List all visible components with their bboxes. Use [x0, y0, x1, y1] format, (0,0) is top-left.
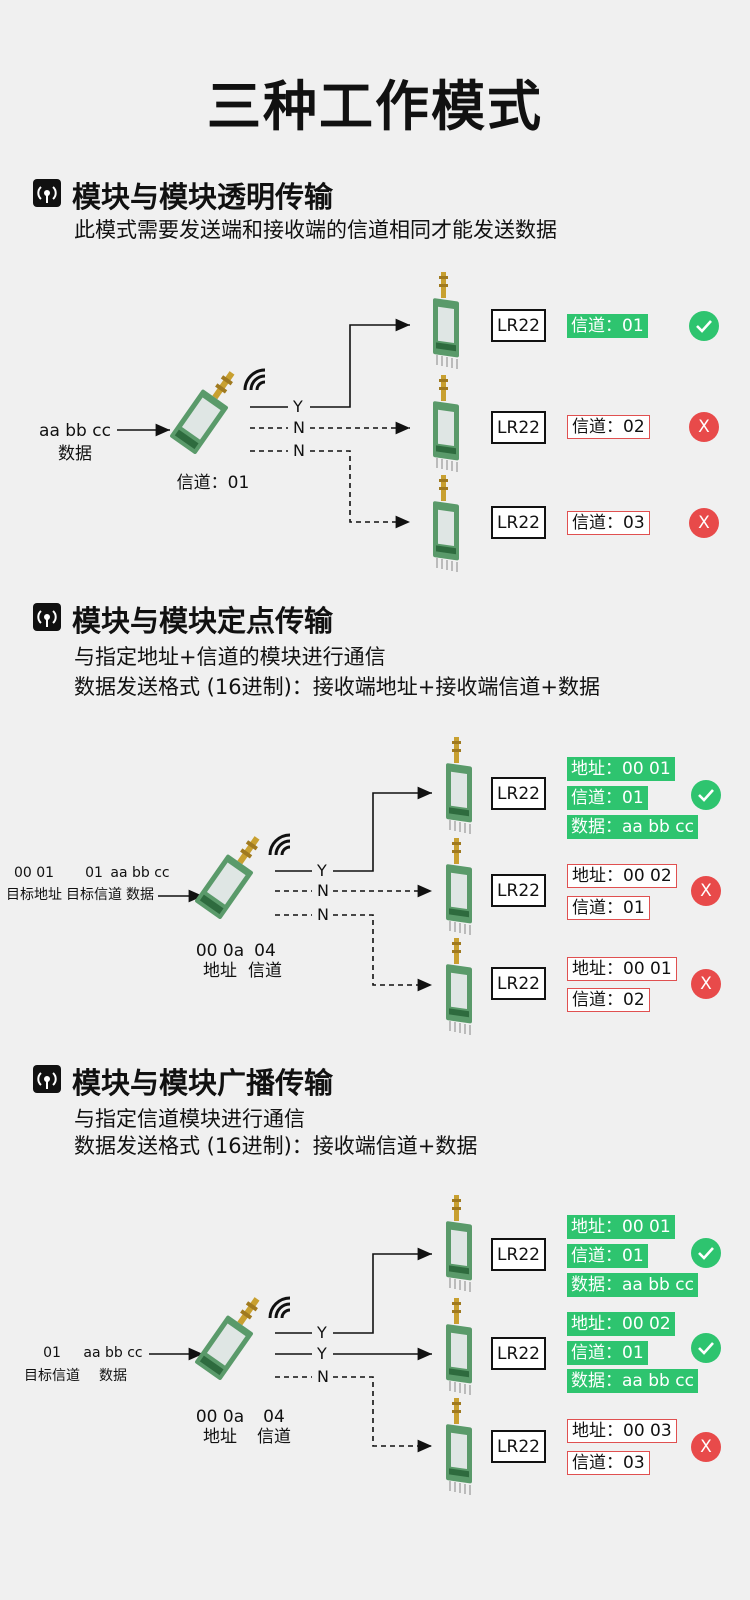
antenna-icon	[33, 179, 61, 207]
input-data: aa bb cc	[83, 1345, 143, 1361]
receiver-tag: 地址：00 01	[567, 1215, 675, 1239]
receiver-tag: 地址：00 01	[567, 757, 675, 781]
sender-channel: 04	[254, 941, 276, 961]
line-label: N	[317, 1367, 329, 1386]
sender-channel-label: 信道	[248, 961, 282, 981]
receiver-tag: 地址：00 02	[567, 864, 677, 888]
receiver-model: LR22	[491, 777, 546, 810]
section-title-fixed-point: 模块与模块定点传输	[72, 604, 334, 638]
line-label: Y	[317, 861, 327, 880]
receiver-tag: 数据：aa bb cc	[567, 1369, 698, 1393]
receiver-tag: 信道：01	[567, 1244, 648, 1268]
receiver-model: LR22	[491, 309, 546, 342]
receiver-tag: 信道：02	[567, 988, 650, 1012]
input-channel-label: 目标信道	[24, 1368, 80, 1384]
receiver-tag: 数据：aa bb cc	[567, 1273, 698, 1297]
line-label: Y	[317, 1323, 327, 1342]
receiver-tag: 数据：aa bb cc	[567, 815, 698, 839]
receiver-tag: 地址：00 01	[567, 957, 677, 981]
receiver-tag: 信道：03	[567, 511, 650, 535]
x-icon: X	[689, 412, 719, 442]
sender-channel: 04	[263, 1407, 285, 1427]
receiver-tag: 信道：01	[567, 786, 648, 810]
sender-address-label: 地址	[203, 961, 237, 981]
x-icon: X	[691, 876, 721, 906]
receiver-model: LR22	[491, 1337, 546, 1370]
input-data: aa bb cc	[39, 421, 111, 441]
sender-channel-label: 信道	[257, 1427, 291, 1447]
input-address: 00 01	[13, 865, 55, 881]
antenna-icon	[33, 1065, 61, 1093]
receiver-model: LR22	[491, 874, 546, 907]
antenna-icon	[33, 603, 61, 631]
page-title: 三种工作模式	[207, 75, 543, 138]
check-icon	[691, 1333, 721, 1363]
input-data: aa bb cc	[110, 865, 170, 881]
receiver-tag: 地址：00 02	[567, 1312, 675, 1336]
section-title-transparent: 模块与模块透明传输	[72, 180, 334, 214]
receiver-model: LR22	[491, 411, 546, 444]
section-desc: 数据发送格式 (16进制)：接收端地址+接收端信道+数据	[74, 675, 600, 699]
input-data-label: 数据	[58, 444, 92, 464]
input-data-label: 数据	[126, 887, 154, 903]
section-desc: 与指定信道模块进行通信	[74, 1107, 305, 1131]
x-icon: X	[691, 1432, 721, 1462]
sender-channel: 信道：01	[176, 473, 250, 493]
section-title-broadcast: 模块与模块广播传输	[72, 1066, 334, 1100]
receiver-model: LR22	[491, 506, 546, 539]
receiver-tag: 信道：01	[567, 896, 650, 920]
line-label: N	[317, 905, 329, 924]
receiver-model: LR22	[491, 1430, 546, 1463]
check-icon	[689, 311, 719, 341]
input-address-label: 目标地址	[6, 887, 62, 903]
line-label: N	[293, 418, 305, 437]
receiver-tag: 地址：00 03	[567, 1419, 677, 1443]
sender-module-1	[169, 364, 246, 455]
receiver-tag: 信道：01	[567, 1341, 648, 1365]
x-icon: X	[689, 508, 719, 538]
sender-address: 00 0a	[195, 1407, 245, 1427]
section-desc: 数据发送格式 (16进制)：接收端信道+数据	[74, 1134, 478, 1158]
input-channel-label: 目标信道	[66, 887, 122, 903]
receiver-tag: 信道：03	[567, 1451, 650, 1475]
sender-address-label: 地址	[203, 1427, 237, 1447]
receiver-tag: 信道：01	[567, 314, 648, 338]
check-icon	[691, 1238, 721, 1268]
input-data-label: 数据	[99, 1368, 127, 1384]
line-label: N	[317, 881, 329, 900]
line-label: Y	[293, 397, 303, 416]
section-desc: 与指定地址+信道的模块进行通信	[74, 645, 386, 669]
line-label: N	[293, 441, 305, 460]
sender-address: 00 0a	[195, 941, 245, 961]
receiver-model: LR22	[491, 967, 546, 1000]
receiver-model: LR22	[491, 1238, 546, 1271]
receiver-tag: 信道：02	[567, 415, 650, 439]
input-channel: 01	[43, 1345, 61, 1361]
check-icon	[691, 780, 721, 810]
section-desc: 此模式需要发送端和接收端的信道相同才能发送数据	[74, 218, 557, 242]
x-icon: X	[691, 969, 721, 999]
input-channel: 01	[85, 865, 103, 881]
line-label: Y	[317, 1344, 327, 1363]
